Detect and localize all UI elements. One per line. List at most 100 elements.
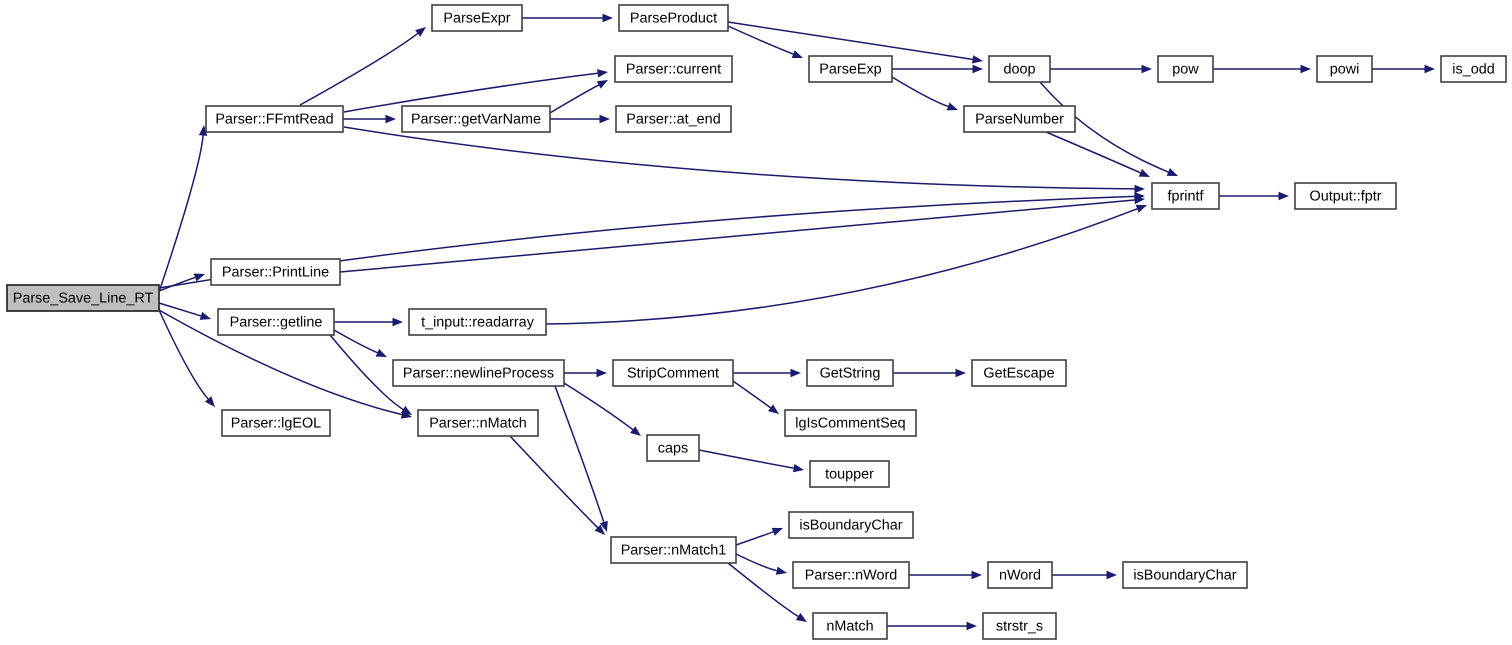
node-caps[interactable]: caps bbox=[646, 434, 700, 462]
node-toupper[interactable]: toupper bbox=[809, 460, 890, 488]
arrowhead-icon bbox=[1135, 204, 1147, 213]
node-box[interactable] bbox=[784, 409, 917, 437]
node-nmatch[interactable]: nMatch bbox=[812, 612, 888, 640]
node-box[interactable] bbox=[408, 308, 547, 336]
node-box[interactable] bbox=[614, 55, 733, 83]
node-parser-getvarname[interactable]: Parser::getVarName bbox=[401, 105, 551, 133]
edge-doop-to-fprintf bbox=[1039, 81, 1178, 176]
arrowhead-icon bbox=[599, 114, 610, 124]
arrowhead-icon bbox=[204, 396, 215, 407]
edge-nmatch1-to-isboundarychar1 bbox=[735, 527, 783, 546]
node-strstr-s[interactable]: strstr_s bbox=[982, 612, 1057, 640]
node-box[interactable] bbox=[788, 511, 914, 539]
node-getstring[interactable]: GetString bbox=[806, 359, 894, 387]
arrowhead-icon bbox=[791, 50, 803, 59]
edge-line bbox=[727, 21, 973, 61]
node-box[interactable] bbox=[982, 612, 1057, 640]
node-box[interactable] bbox=[1157, 55, 1214, 83]
node-box[interactable] bbox=[812, 612, 888, 640]
node-parser-nmatch[interactable]: Parser::nMatch bbox=[417, 409, 539, 437]
edge-line bbox=[333, 329, 378, 354]
node-box[interactable] bbox=[809, 460, 890, 488]
node-nword[interactable]: nWord bbox=[987, 561, 1053, 589]
edge-nmatch-to-strstr-s bbox=[887, 621, 977, 631]
edge-line bbox=[158, 302, 202, 317]
arrowhead-icon bbox=[790, 368, 801, 378]
node-box[interactable] bbox=[971, 359, 1067, 387]
node-box-current[interactable] bbox=[6, 284, 160, 312]
arrowhead-icon bbox=[597, 69, 608, 78]
edge-stripcomment-to-lgiscommentseq bbox=[732, 380, 779, 414]
node-box[interactable] bbox=[610, 536, 737, 564]
node-parser-nword[interactable]: Parser::nWord bbox=[792, 561, 910, 589]
node-parser-nmatch1[interactable]: Parser::nMatch1 bbox=[610, 536, 737, 564]
edge-powi-to-is-odd bbox=[1372, 64, 1435, 74]
node-box[interactable] bbox=[217, 308, 335, 336]
node-stripcomment[interactable]: StripComment bbox=[612, 359, 734, 387]
node-box[interactable] bbox=[646, 434, 700, 462]
arrowhead-icon bbox=[1134, 195, 1145, 205]
node-box[interactable] bbox=[987, 561, 1053, 589]
node-box[interactable] bbox=[988, 55, 1051, 83]
node-box[interactable] bbox=[808, 55, 893, 83]
node-box[interactable] bbox=[392, 359, 565, 387]
node-box[interactable] bbox=[806, 359, 894, 387]
arrowhead-icon bbox=[198, 125, 208, 136]
node-parser-ffmtread[interactable]: Parser::FFmtRead bbox=[205, 105, 344, 133]
node-box[interactable] bbox=[618, 4, 729, 32]
node-box[interactable] bbox=[963, 105, 1076, 133]
node-box[interactable] bbox=[615, 105, 732, 133]
arrowhead-icon bbox=[385, 114, 396, 124]
node-parsenumber[interactable]: ParseNumber bbox=[963, 105, 1076, 133]
edge-line bbox=[343, 126, 1135, 190]
node-box[interactable] bbox=[1151, 182, 1220, 210]
edge-line bbox=[735, 531, 774, 546]
arrowhead-icon bbox=[771, 527, 783, 536]
edge-parsenumber-to-fprintf bbox=[1045, 131, 1150, 177]
node-parser-lgeol[interactable]: Parser::lgEOL bbox=[221, 409, 331, 437]
node-powi[interactable]: powi bbox=[1316, 55, 1373, 83]
node-parser-getline[interactable]: Parser::getline bbox=[217, 308, 335, 336]
arrowhead-icon bbox=[596, 368, 607, 378]
node-isboundarychar[interactable]: isBoundaryChar bbox=[1122, 561, 1248, 589]
node-box[interactable] bbox=[1316, 55, 1373, 83]
edge-newlineprocess-to-caps bbox=[563, 382, 641, 436]
node-pow[interactable]: pow bbox=[1157, 55, 1214, 83]
node-box[interactable] bbox=[792, 561, 910, 589]
node-box[interactable] bbox=[417, 409, 539, 437]
node-box[interactable] bbox=[205, 105, 344, 133]
node-box[interactable] bbox=[1440, 55, 1507, 83]
edge-parse-save-line-rt-to-printline bbox=[158, 273, 205, 292]
node-is-odd[interactable]: is_odd bbox=[1440, 55, 1507, 83]
node-parser-at-end[interactable]: Parser::at_end bbox=[615, 105, 732, 133]
node-box[interactable] bbox=[221, 409, 331, 437]
arrowhead-icon bbox=[602, 13, 613, 23]
edge-line bbox=[509, 435, 599, 529]
node-box[interactable] bbox=[210, 258, 341, 286]
node-isboundarychar[interactable]: isBoundaryChar bbox=[788, 511, 914, 539]
arrowhead-icon bbox=[972, 64, 983, 74]
edge-nmatch1-to-nmatch bbox=[727, 562, 807, 622]
node-fprintf[interactable]: fprintf bbox=[1151, 182, 1220, 210]
node-box[interactable] bbox=[401, 105, 551, 133]
edge-newlineprocess-to-nmatch1 bbox=[554, 385, 608, 532]
edges-layer bbox=[158, 13, 1435, 631]
node-parseexpr[interactable]: ParseExpr bbox=[431, 4, 523, 32]
node-t-input-readarray[interactable]: t_input::readarray bbox=[408, 308, 547, 336]
node-output-fptr[interactable]: Output::fptr bbox=[1294, 182, 1397, 210]
node-box[interactable] bbox=[1294, 182, 1397, 210]
node-box[interactable] bbox=[431, 4, 523, 32]
edge-line bbox=[545, 208, 1138, 325]
node-parseexp[interactable]: ParseExp bbox=[808, 55, 893, 83]
arrowhead-icon bbox=[971, 55, 983, 64]
node-parser-current[interactable]: Parser::current bbox=[614, 55, 733, 83]
node-parseproduct[interactable]: ParseProduct bbox=[618, 4, 729, 32]
node-parse-save-line-rt[interactable]: Parse_Save_Line_RT bbox=[6, 284, 160, 312]
node-parser-printline[interactable]: Parser::PrintLine bbox=[210, 258, 341, 286]
node-lgiscommentseq[interactable]: lgIsCommentSeq bbox=[784, 409, 917, 437]
node-getescape[interactable]: GetEscape bbox=[971, 359, 1067, 387]
node-doop[interactable]: doop bbox=[988, 55, 1051, 83]
node-parser-newlineprocess[interactable]: Parser::newlineProcess bbox=[392, 359, 565, 387]
node-box[interactable] bbox=[612, 359, 734, 387]
node-box[interactable] bbox=[1122, 561, 1248, 589]
